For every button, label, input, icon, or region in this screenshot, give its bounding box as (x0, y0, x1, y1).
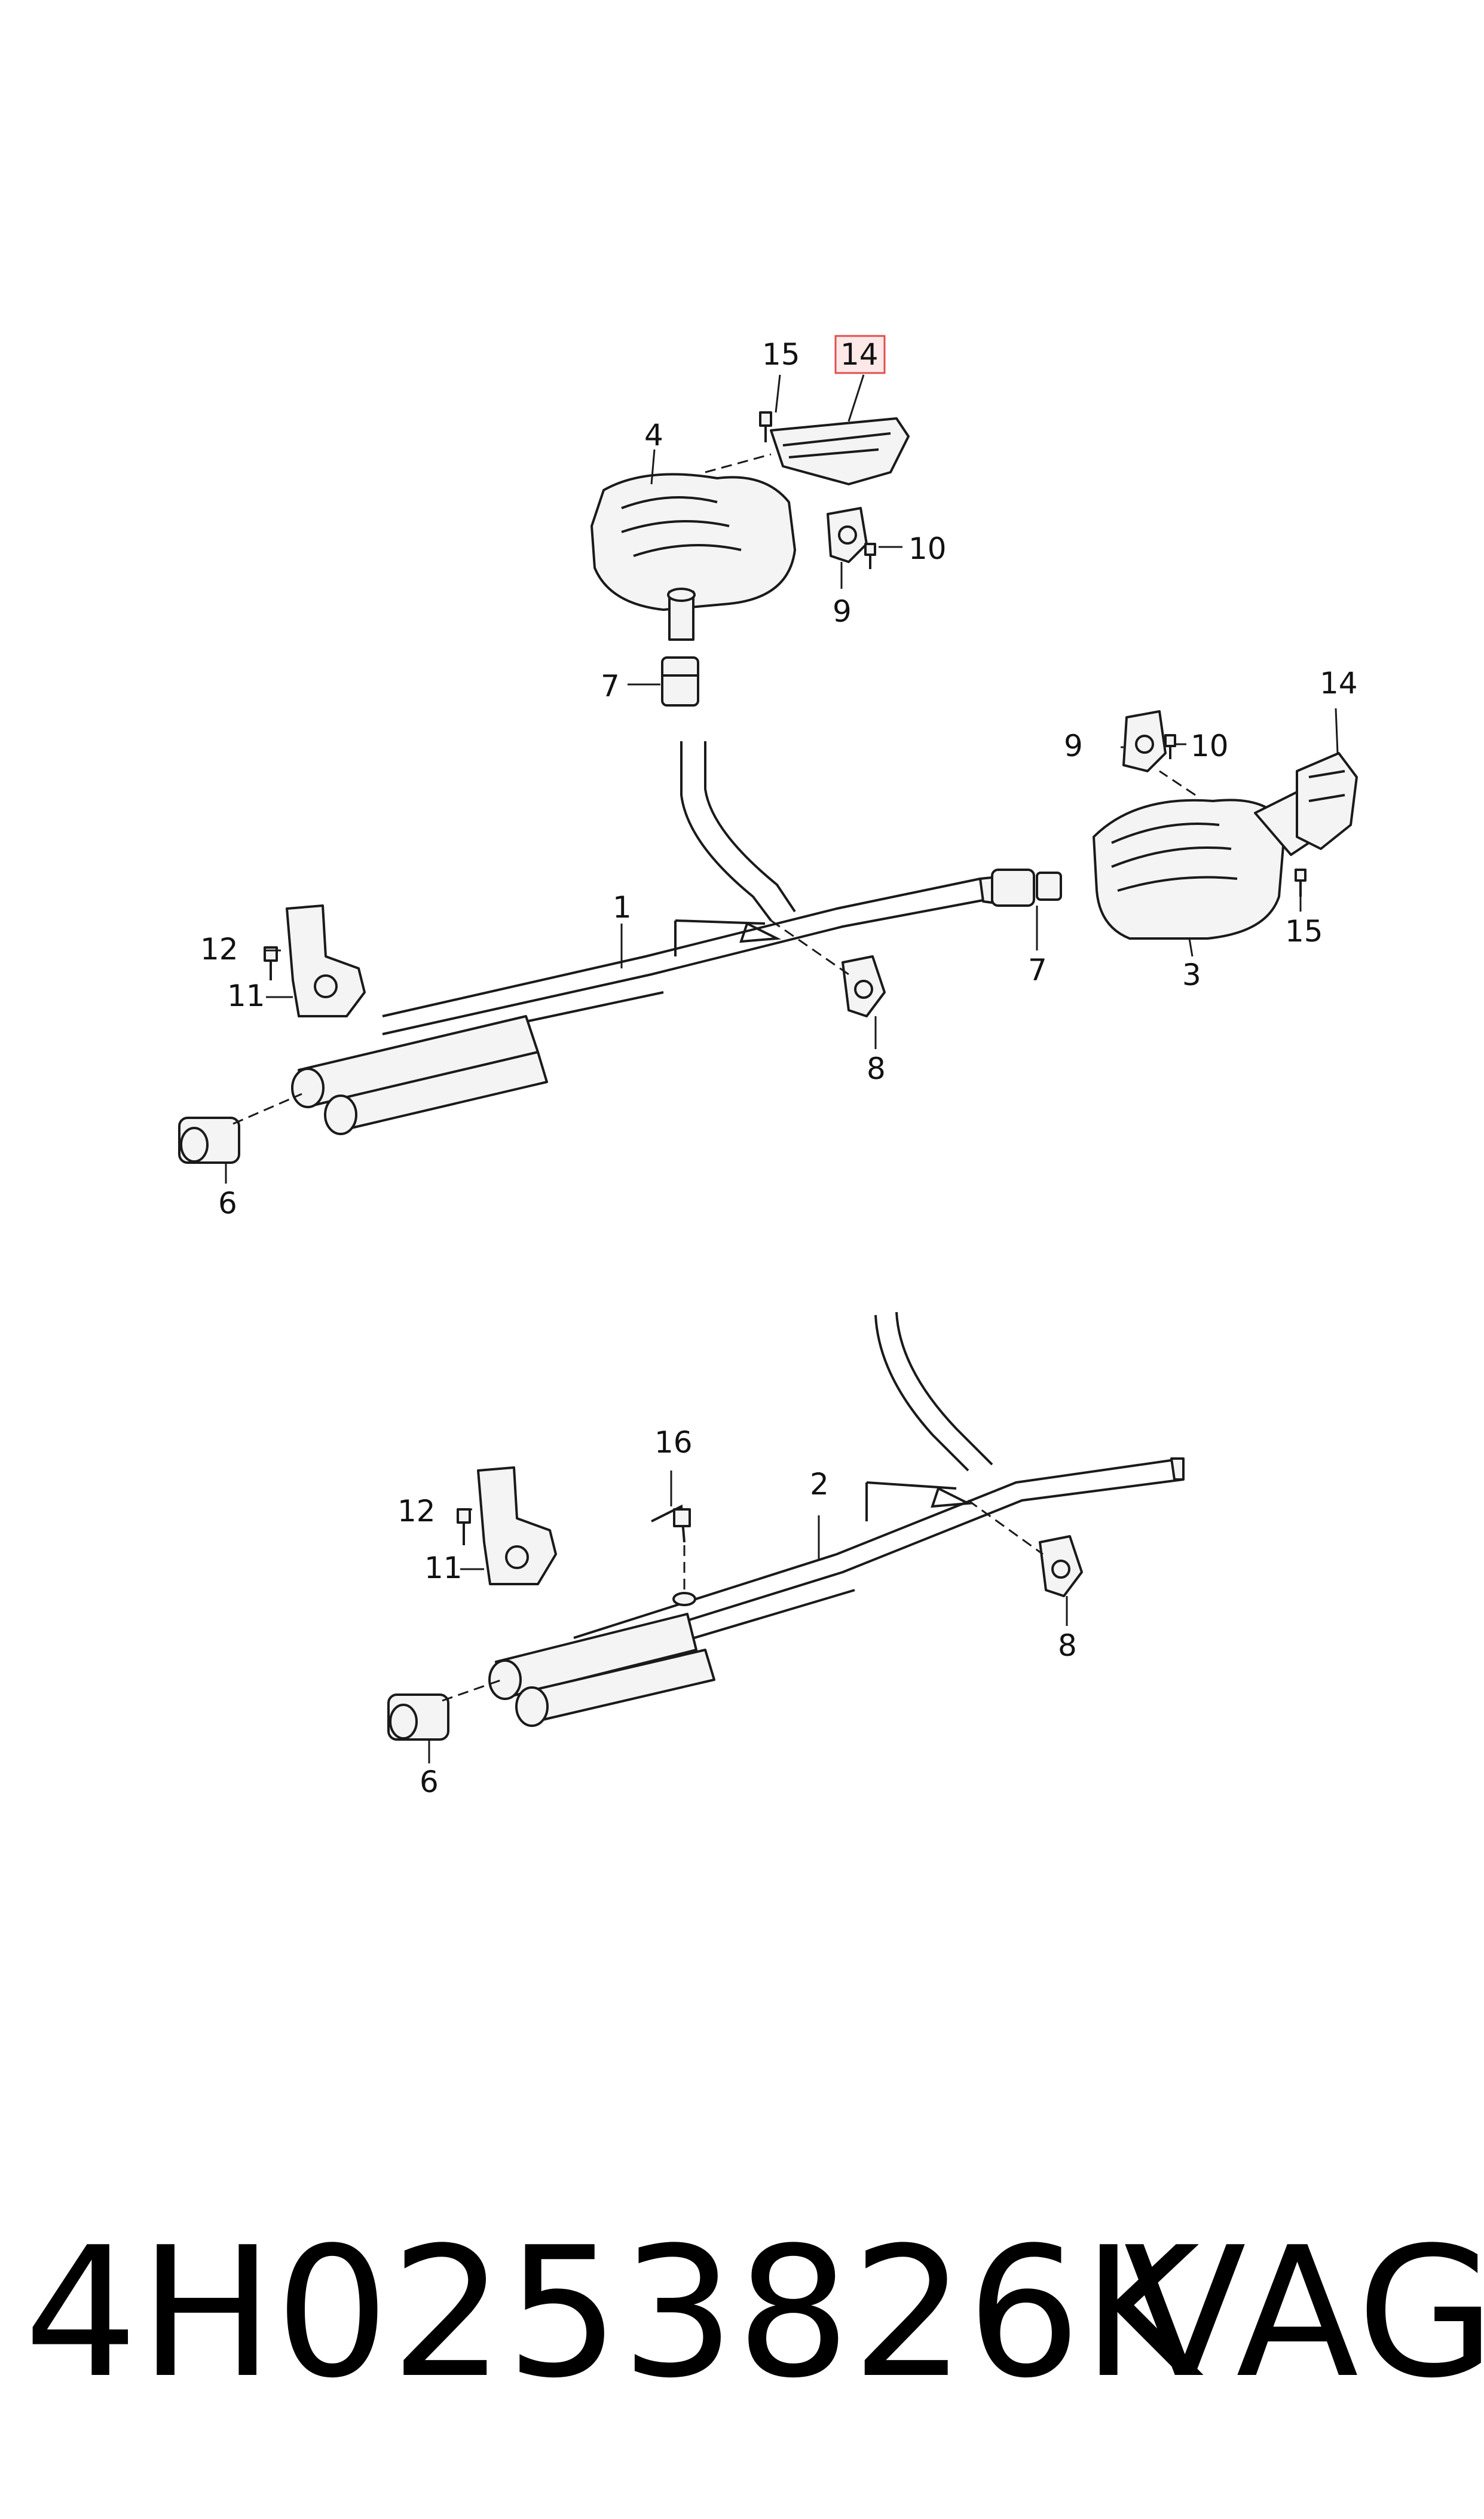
center-pipe-1 (382, 741, 993, 1053)
bolt-10-right (1164, 734, 1176, 759)
callout-15-top: 15 (762, 337, 800, 372)
leader-lines-upper (225, 374, 1339, 1184)
callout-7-top: 7 (601, 669, 620, 704)
callout-3: 3 (1182, 958, 1201, 992)
callout-8-upper: 8 (867, 1051, 886, 1086)
sensor-pipe-16 (651, 1504, 696, 1606)
callout-16: 16 (654, 1425, 693, 1460)
rubber-mount-8-lower (1039, 1535, 1083, 1597)
dashed-guides-lower (442, 1499, 1044, 1702)
callout-10-top: 10 (908, 531, 947, 566)
clamp-6-lower (387, 1693, 449, 1741)
callout-6-upper: 6 (218, 1186, 237, 1221)
clamp-7-top (661, 656, 699, 707)
callout-14-right: 14 (1320, 666, 1358, 701)
callout-8-lower: 8 (1058, 1628, 1077, 1663)
heat-shield-14-top (770, 417, 910, 485)
center-pipe-2 (573, 1312, 1185, 1675)
callout-11-upper: 11 (227, 979, 265, 1013)
dashed-guides-upper (232, 453, 1196, 1125)
callout-6-lower: 6 (420, 1765, 439, 1799)
clamp-7-right (991, 869, 1062, 907)
bolt-10-top (864, 543, 876, 569)
callout-15-right: 15 (1285, 914, 1323, 949)
clamp-6-upper (178, 1117, 240, 1164)
bolt-12-lower (457, 1508, 471, 1545)
callout-1: 1 (613, 890, 632, 925)
rear-muffler-4 (590, 473, 796, 641)
callout-12-lower: 12 (397, 1494, 436, 1528)
callout-10-right: 10 (1191, 729, 1229, 763)
callout-11-lower: 11 (424, 1551, 463, 1585)
rubber-mount-9-right (1122, 710, 1167, 772)
brand-text: VAG (1124, 2209, 1484, 2417)
rubber-mount-9-top (827, 507, 868, 563)
heat-shield-14-right (1296, 752, 1358, 850)
bolt-15-right (1295, 869, 1306, 897)
bolt-12-upper (264, 946, 278, 980)
rubber-mount-8-upper (842, 955, 886, 1017)
callout-9-right: 9 (1064, 729, 1083, 763)
bolt-15-top (759, 411, 772, 442)
twin-tailpipe-lower (488, 1613, 715, 1727)
callout-14-top: 14 (840, 337, 879, 372)
leader-lines-lower (428, 1471, 1068, 1763)
callout-9-top: 9 (833, 594, 852, 629)
highlight-box-14 (834, 335, 886, 374)
hanger-bracket-11-lower (477, 1466, 557, 1585)
hanger-bracket-11-upper (286, 904, 366, 1017)
callout-4: 4 (644, 418, 663, 453)
twin-tailpipe-upper (291, 1015, 548, 1135)
callout-7-right: 7 (1028, 953, 1047, 988)
callout-2: 2 (810, 1467, 829, 1502)
callout-12-upper: 12 (200, 932, 238, 967)
part-number-text: 4H0253826K (24, 2209, 1201, 2417)
